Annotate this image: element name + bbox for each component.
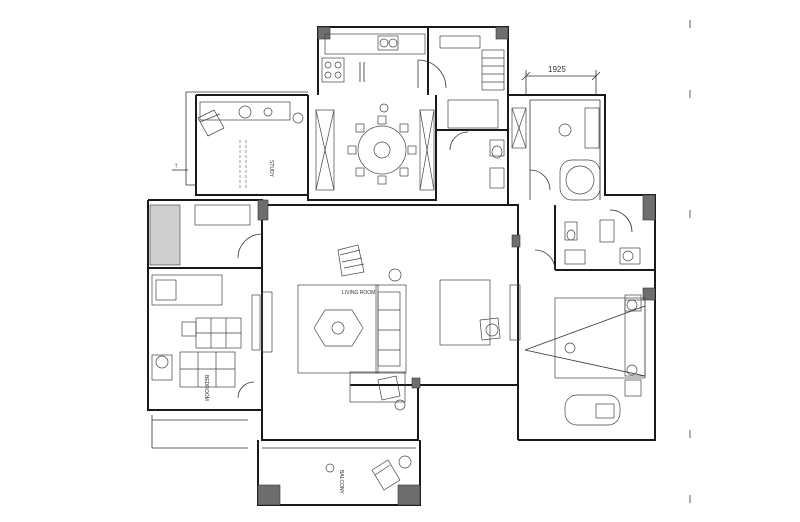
kitchen (321, 33, 505, 91)
north-mark: ↑ (174, 161, 178, 170)
master-bedroom (509, 284, 646, 426)
study-room: STUDY (197, 101, 304, 190)
door-swings (237, 131, 556, 399)
svg-text:STUDY: STUDY (268, 160, 274, 178)
structural-columns (257, 26, 656, 506)
secondary-lines (151, 91, 601, 449)
left-bedroom: BEDROOM (149, 204, 261, 401)
svg-text:BALCONY: BALCONY (338, 470, 344, 495)
svg-text:LIVING ROOM: LIVING ROOM (342, 290, 375, 296)
exterior-walls (147, 26, 656, 506)
svg-text:BEDROOM: BEDROOM (203, 375, 209, 401)
section-marker: ↑ (172, 161, 188, 171)
dining-room (315, 103, 435, 191)
dimension-label: 1925 (548, 65, 566, 74)
dimension-line: 1925 (521, 65, 601, 95)
master-bath (511, 107, 641, 265)
small-bath (447, 99, 551, 191)
living-room: LIVING ROOM (261, 244, 501, 411)
south-balcony: BALCONY (325, 455, 412, 495)
